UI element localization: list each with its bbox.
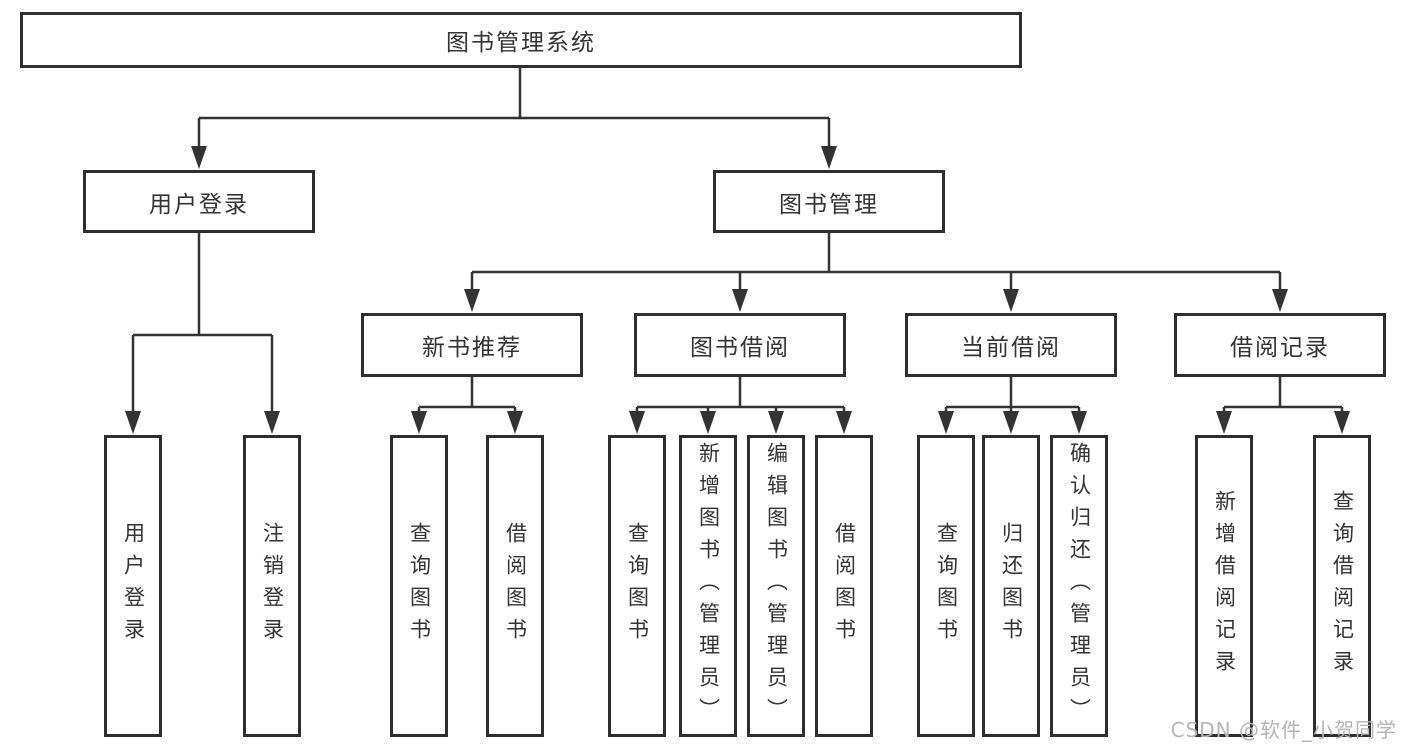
node-borrowing-records: 借阅记录 bbox=[1174, 313, 1386, 377]
node-label: 图书管理 bbox=[779, 191, 879, 218]
node-leaf-borrow-books-recommend: 借阅图书 bbox=[486, 435, 544, 737]
node-label: 用户登录 bbox=[149, 191, 249, 218]
node-leaf-query-books-recommend: 查询图书 bbox=[390, 435, 448, 737]
node-leaf-borrow-books: 借阅图书 bbox=[815, 435, 873, 737]
node-label: 新增借阅记录 bbox=[1212, 490, 1237, 682]
node-leaf-confirm-return-admin: 确认归还（管理员） bbox=[1050, 435, 1108, 737]
node-system-root: 图书管理系统 bbox=[20, 12, 1022, 68]
node-user-login: 用户登录 bbox=[83, 170, 315, 233]
node-leaf-query-borrow-record: 查询借阅记录 bbox=[1313, 435, 1371, 737]
node-label: 借阅图书 bbox=[832, 522, 857, 650]
node-label: 归还图书 bbox=[999, 522, 1024, 650]
node-new-book-recommendation: 新书推荐 bbox=[361, 313, 583, 377]
node-leaf-edit-books-admin: 编辑图书（管理员） bbox=[747, 435, 805, 737]
node-label: 图书管理系统 bbox=[446, 30, 596, 56]
node-label: 借阅图书 bbox=[503, 522, 528, 650]
node-leaf-query-books-borrow: 查询图书 bbox=[608, 435, 666, 737]
node-leaf-add-borrow-record: 新增借阅记录 bbox=[1195, 435, 1253, 737]
node-label: 新书推荐 bbox=[422, 335, 522, 361]
node-label: 图书借阅 bbox=[690, 335, 790, 361]
node-label: 借阅记录 bbox=[1230, 335, 1330, 361]
node-label: 查询图书 bbox=[625, 522, 650, 650]
node-label: 新增图书（管理员） bbox=[696, 442, 721, 730]
node-label: 确认归还（管理员） bbox=[1067, 442, 1092, 730]
node-leaf-logout: 注销登录 bbox=[243, 435, 301, 737]
node-leaf-user-login: 用户登录 bbox=[104, 435, 162, 737]
node-label: 当前借阅 bbox=[961, 335, 1061, 361]
node-book-management: 图书管理 bbox=[713, 170, 945, 233]
node-label: 注销登录 bbox=[260, 522, 285, 650]
node-label: 用户登录 bbox=[121, 522, 146, 650]
node-label: 查询借阅记录 bbox=[1330, 490, 1355, 682]
node-leaf-query-books-current: 查询图书 bbox=[917, 435, 975, 737]
node-label: 编辑图书（管理员） bbox=[764, 442, 789, 730]
node-current-borrowing: 当前借阅 bbox=[905, 313, 1117, 377]
node-leaf-return-books: 归还图书 bbox=[982, 435, 1040, 737]
node-leaf-add-books-admin: 新增图书（管理员） bbox=[679, 435, 737, 737]
node-label: 查询图书 bbox=[407, 522, 432, 650]
node-book-borrowing: 图书借阅 bbox=[634, 313, 846, 377]
node-label: 查询图书 bbox=[934, 522, 959, 650]
watermark: CSDN @软件_小贺同学 bbox=[1170, 718, 1397, 742]
